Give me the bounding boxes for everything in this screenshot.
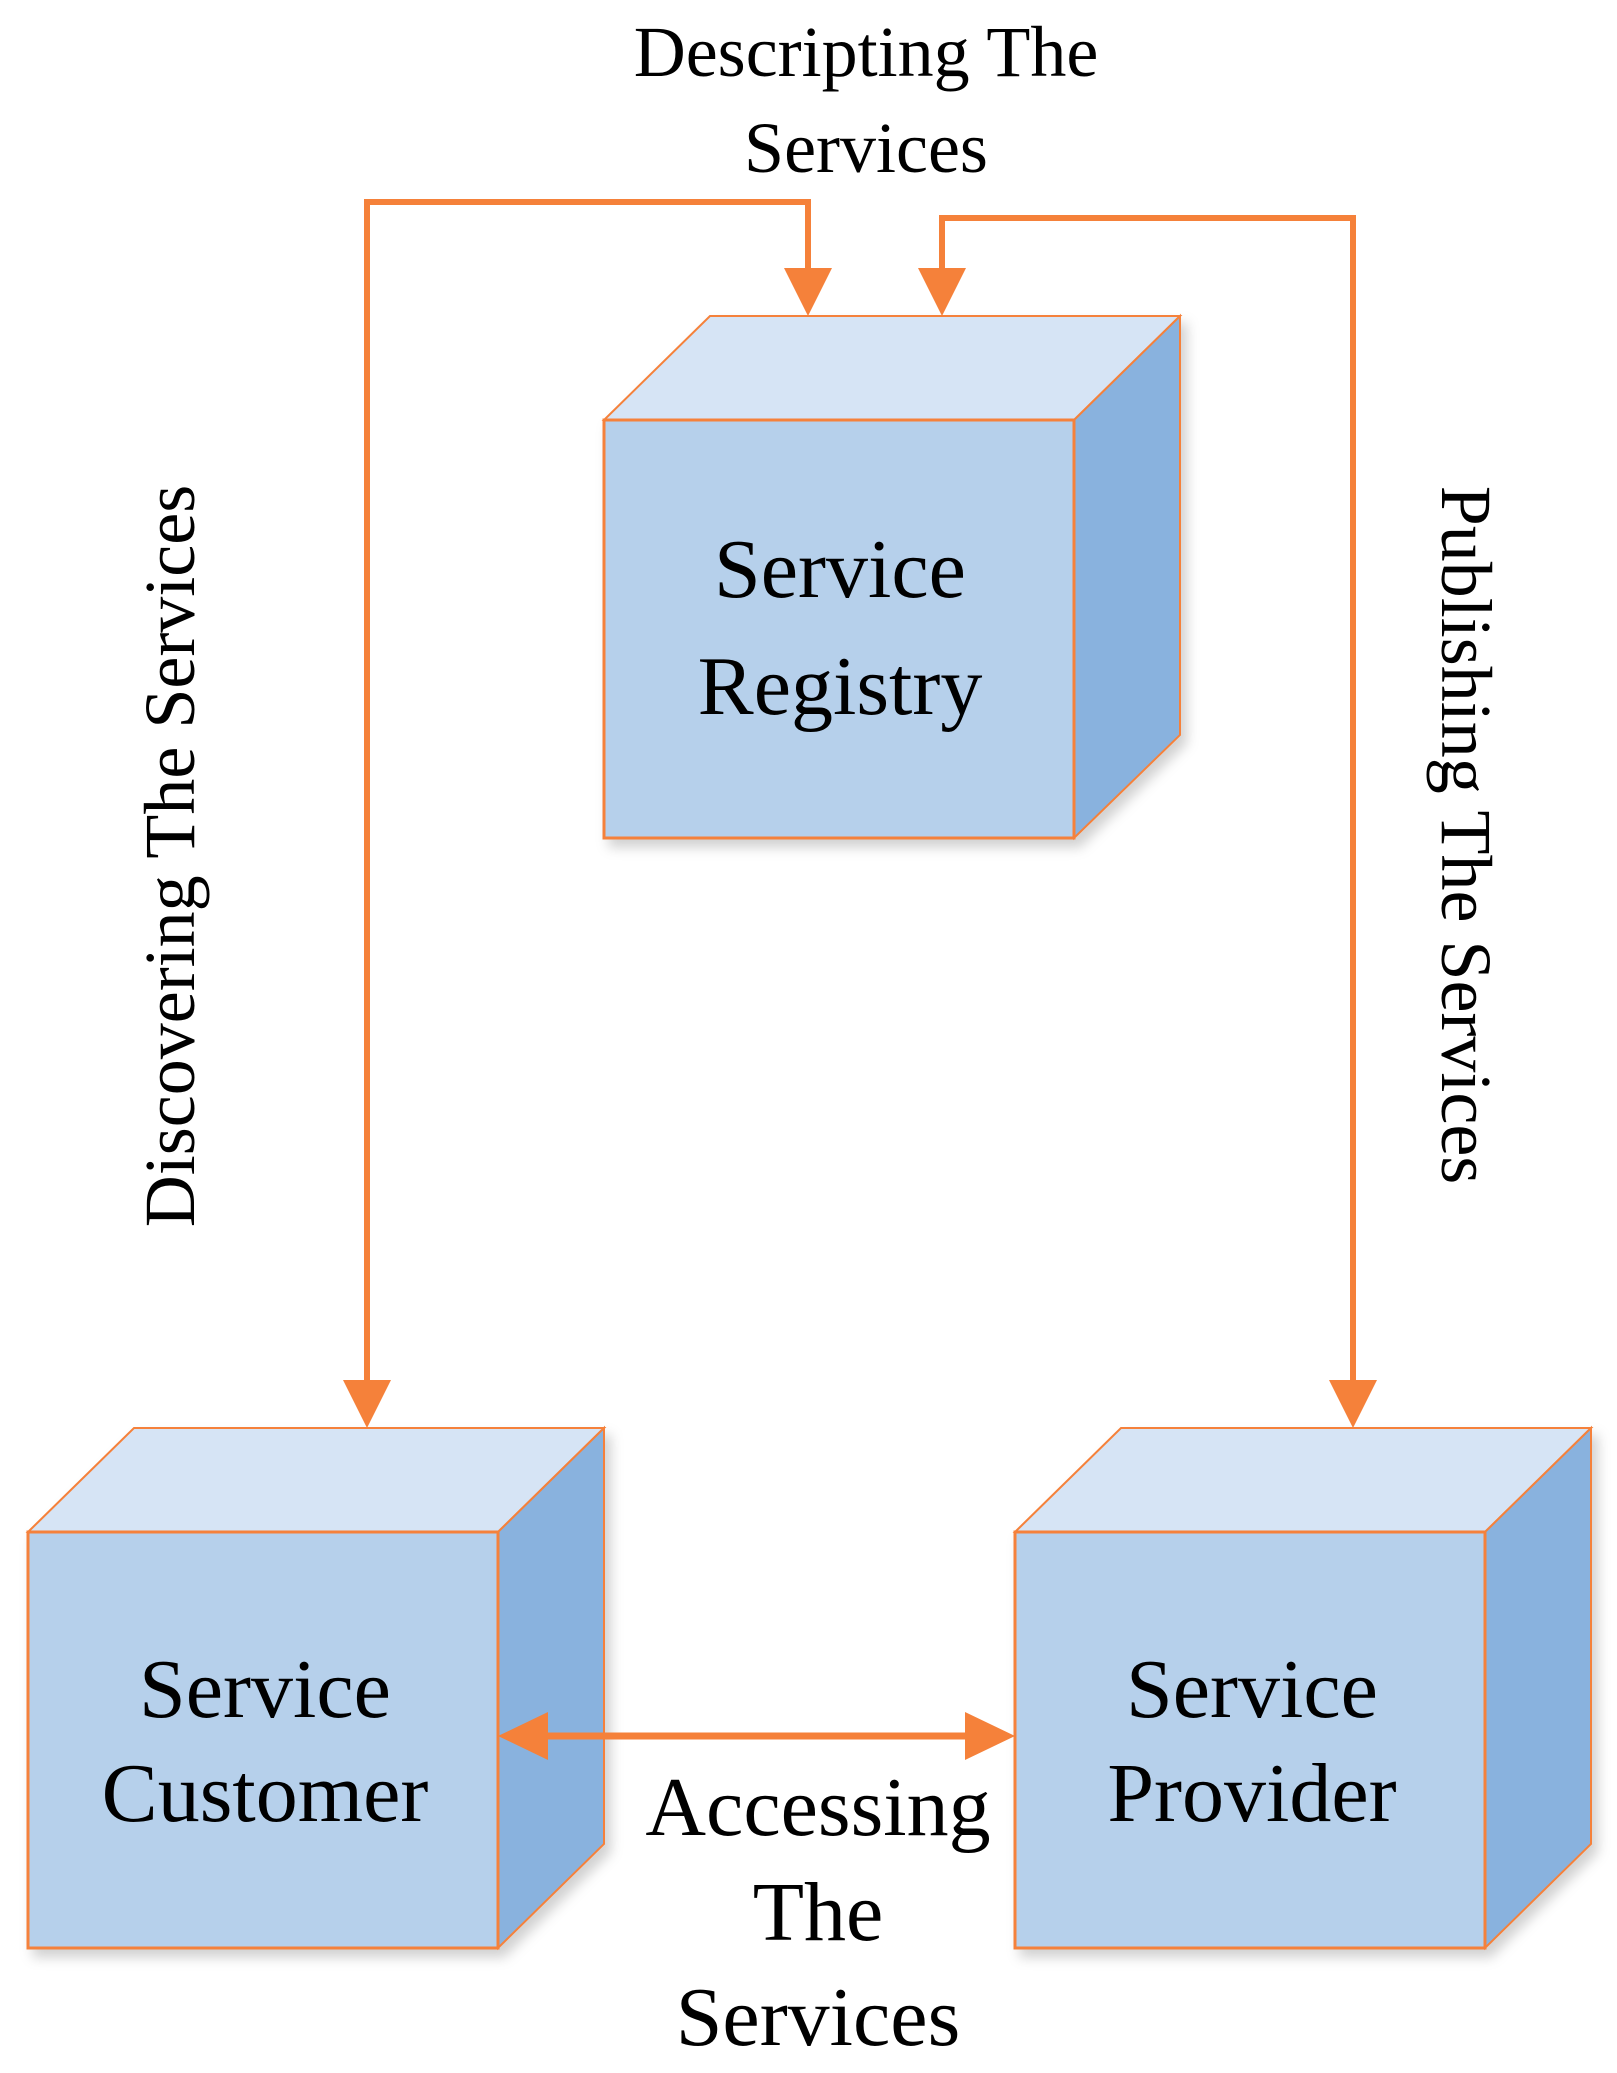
service-provider-node [1012,1425,1594,1951]
publishing-arrow [918,215,1377,1428]
arrowhead-to-customer-side [498,1712,548,1760]
publishing-label: Publishing The Services [1426,486,1506,1185]
describing-label-line2: Services [744,108,988,188]
provider-label-line2: Provider [1107,1747,1396,1840]
describing-label-line1: Descripting The [634,12,1099,92]
provider-label-line1: Service [1126,1643,1378,1736]
registry-front-face [602,418,1076,840]
registry-label-line2: Registry [698,640,983,733]
arrowhead-to-provider-side [965,1712,1015,1760]
accessing-label-line2: The [753,1866,884,1959]
customer-label-line1: Service [139,1643,391,1736]
provider-front-face [1013,1530,1487,1950]
customer-front-face [26,1530,500,1950]
service-registry-node [601,313,1183,841]
service-customer-node [25,1425,607,1951]
discovering-label: Discovering The Services [130,485,210,1227]
discovering-arrow [343,199,832,1428]
arrowhead-to-provider [1329,1380,1377,1428]
arrowhead-to-registry-left [784,268,832,316]
accessing-label-line3: Services [676,1971,961,2064]
accessing-arrow [498,1712,1015,1760]
registry-label-line1: Service [714,523,966,616]
customer-label-line2: Customer [102,1747,429,1840]
accessing-label-line1: Accessing [645,1761,990,1854]
arrowhead-to-customer [343,1380,391,1428]
arrowhead-to-registry-right [918,268,966,316]
